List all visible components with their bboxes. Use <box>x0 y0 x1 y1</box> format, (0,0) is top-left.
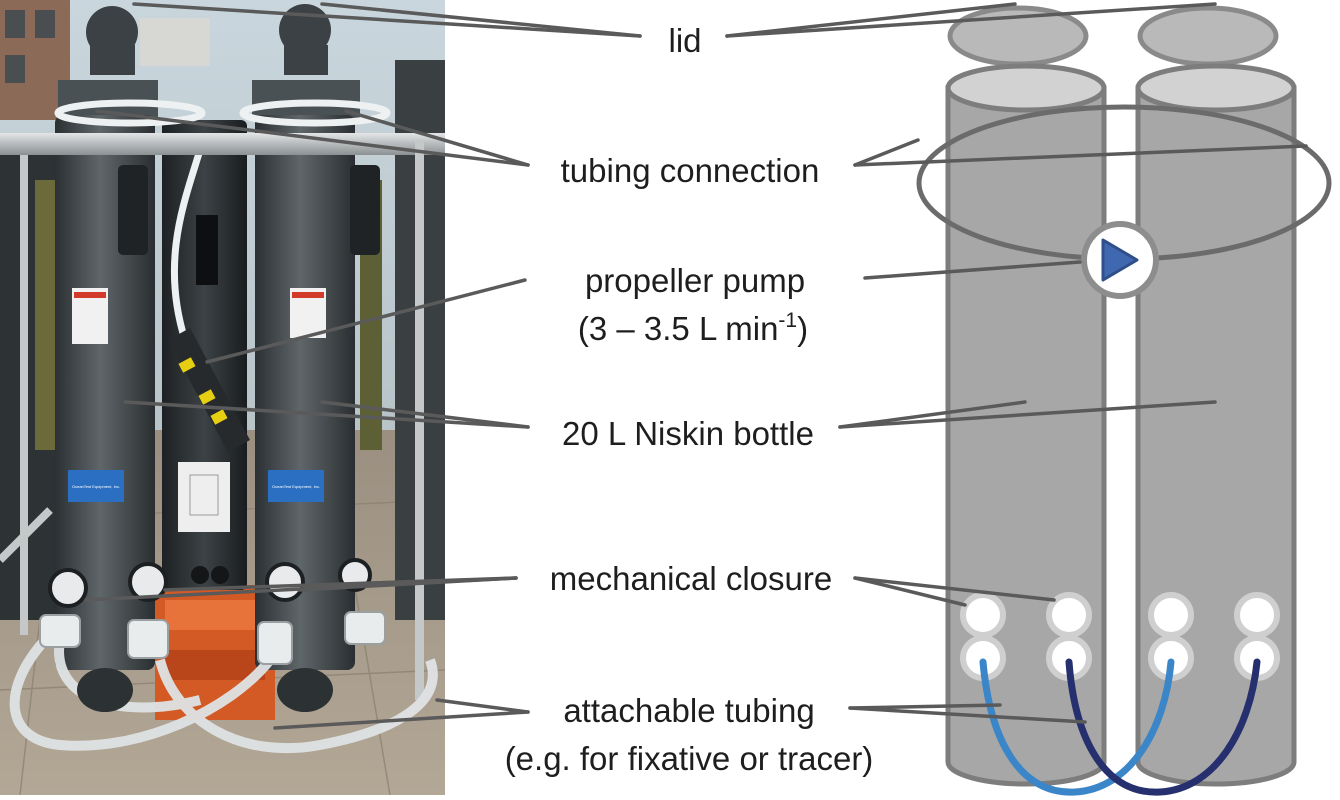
schematic-lid-right <box>1137 5 1279 67</box>
label-niskin-bottle: 20 L Niskin bottle <box>562 415 814 452</box>
schematic-closure-ports <box>960 592 1280 681</box>
schematic-pump <box>1081 221 1159 299</box>
pump-rate-main: (3 – 3.5 L min <box>578 310 779 347</box>
photo-center-cylinder <box>162 120 247 590</box>
label-attachable-tubing: attachable tubing <box>563 692 814 729</box>
photo-brand-text: OceanTest Equipment, Inc. <box>72 484 120 489</box>
closure-port <box>1148 592 1194 638</box>
closure-port <box>960 592 1006 638</box>
label-pump-rate: (3 – 3.5 L min-1) <box>578 309 808 347</box>
niskin-schematic <box>916 5 1332 796</box>
schematic-tubing-dark <box>1065 658 1261 796</box>
closure-port <box>1234 592 1280 638</box>
label-attachable-tubing-note: (e.g. for fixative or tracer) <box>505 740 874 777</box>
photo-propeller-pump <box>168 328 250 452</box>
label-mechanical-closure: mechanical closure <box>550 560 832 597</box>
photo-brand-text-2: OceanTest Equipment, Inc. <box>272 484 320 489</box>
photo-niskin-left: OceanTest Equipment, Inc. <box>55 6 158 670</box>
label-propeller-pump: propeller pump <box>585 262 805 299</box>
leader-lines <box>84 2 1308 730</box>
pump-play-triangle-icon <box>1101 238 1139 282</box>
photo-diagram-sheet <box>178 462 230 532</box>
labels: lid tubing connection propeller pump (3 … <box>505 22 874 777</box>
photo-brand-label <box>68 470 124 502</box>
pump-rate-close: ) <box>797 310 808 347</box>
rosette-photo: OceanTest Equipment, Inc. OceanTest Equi… <box>0 0 445 795</box>
schematic-tubing-light <box>979 658 1175 796</box>
pump-rate-exponent: -1 <box>778 309 797 332</box>
label-lid: lid <box>668 22 701 59</box>
label-tubing-connection: tubing connection <box>561 152 820 189</box>
